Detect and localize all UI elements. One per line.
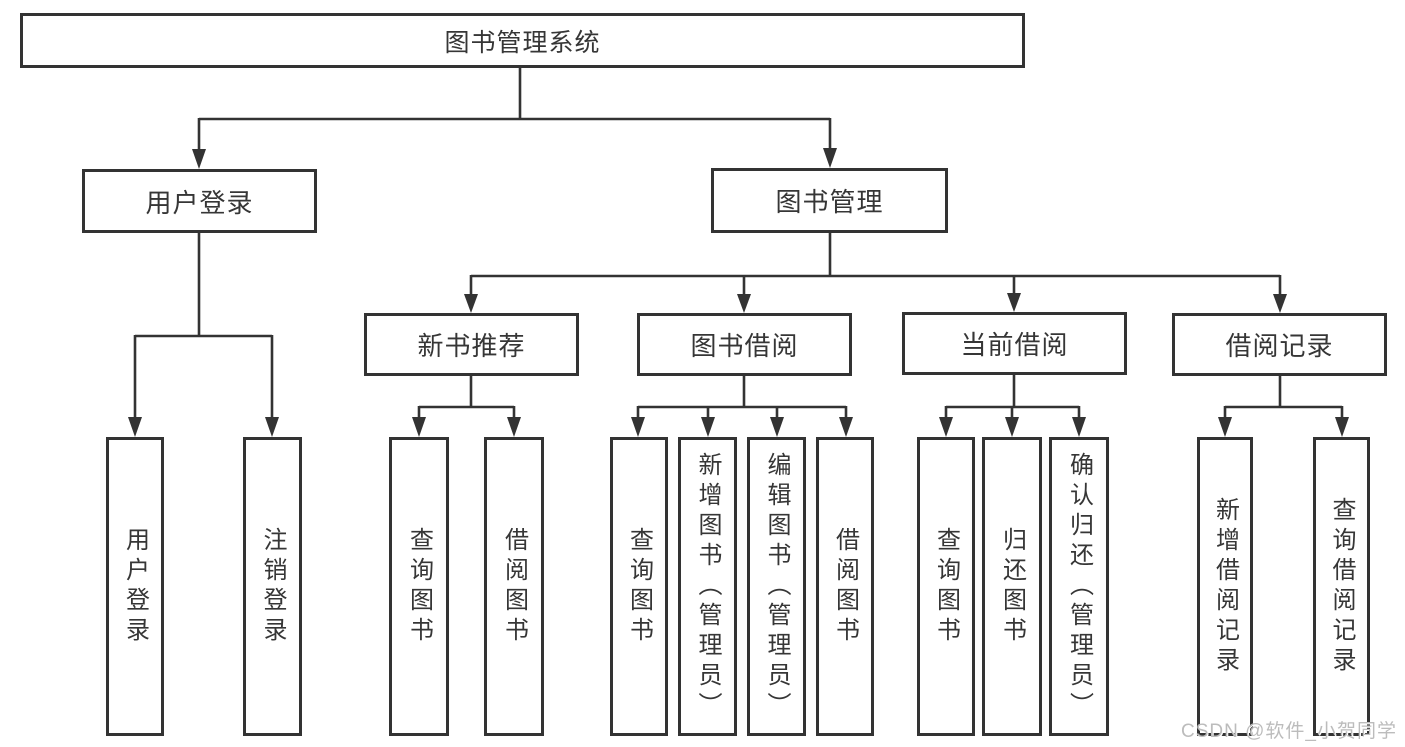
node-book-management: 图书管理 (711, 168, 948, 233)
node-borrowing-records-label: 借阅记录 (1225, 331, 1334, 361)
leaf-query-books-recommend-label: 查询图书 (405, 526, 433, 647)
leaf-user-login: 用户登录 (106, 437, 164, 736)
node-user-login: 用户登录 (82, 169, 317, 233)
leaf-logout: 注销登录 (243, 437, 302, 736)
leaf-query-books-current: 查询图书 (917, 437, 975, 736)
leaf-borrow-books-recommend-label: 借阅图书 (500, 526, 528, 647)
leaf-edit-books-admin-label: 编辑图书（管理员） (763, 451, 790, 722)
leaf-query-books-borrow-label: 查询图书 (625, 526, 653, 647)
leaf-query-books-recommend: 查询图书 (389, 437, 449, 736)
node-book-borrowing-label: 图书借阅 (690, 331, 799, 361)
leaf-edit-books-admin: 编辑图书（管理员） (747, 437, 806, 736)
leaf-query-borrow-record: 查询借阅记录 (1313, 437, 1370, 736)
node-new-book-recommend-label: 新书推荐 (417, 331, 526, 361)
node-book-borrowing: 图书借阅 (637, 313, 852, 376)
node-borrowing-records: 借阅记录 (1172, 313, 1387, 376)
leaf-query-books-current-label: 查询图书 (932, 526, 960, 647)
leaf-return-books-label: 归还图书 (998, 526, 1026, 647)
node-new-book-recommend: 新书推荐 (364, 313, 579, 376)
leaf-query-borrow-record-label: 查询借阅记录 (1328, 496, 1355, 677)
csdn-watermark-text: CSDN @软件_小贺同学 (1181, 721, 1397, 742)
arrowheads (128, 148, 1349, 437)
node-current-borrowing: 当前借阅 (902, 312, 1127, 375)
node-user-login-label: 用户登录 (145, 187, 254, 218)
leaf-add-books-admin-label: 新增图书（管理员） (694, 451, 721, 722)
leaf-add-borrow-record-label: 新增借阅记录 (1211, 496, 1239, 677)
leaf-add-books-admin: 新增图书（管理员） (678, 437, 737, 736)
leaf-query-books-borrow: 查询图书 (610, 437, 668, 736)
leaf-logout-label: 注销登录 (259, 526, 286, 647)
leaf-confirm-return-admin: 确认归还（管理员） (1049, 437, 1109, 736)
leaf-borrow-books-recommend: 借阅图书 (484, 437, 544, 736)
leaf-borrow-books: 借阅图书 (816, 437, 874, 736)
node-book-management-label: 图书管理 (775, 187, 884, 217)
leaf-return-books: 归还图书 (982, 437, 1042, 736)
leaf-add-borrow-record: 新增借阅记录 (1197, 437, 1253, 736)
leaf-user-login-label: 用户登录 (121, 526, 149, 647)
csdn-watermark: CSDN @软件_小贺同学 (1181, 716, 1397, 743)
leaf-borrow-books-label: 借阅图书 (831, 526, 859, 647)
node-root-system: 图书管理系统 (20, 13, 1025, 68)
node-root-system-label: 图书管理系统 (444, 28, 601, 57)
node-current-borrowing-label: 当前借阅 (960, 330, 1069, 360)
leaf-confirm-return-admin-label: 确认归还（管理员） (1065, 451, 1093, 722)
